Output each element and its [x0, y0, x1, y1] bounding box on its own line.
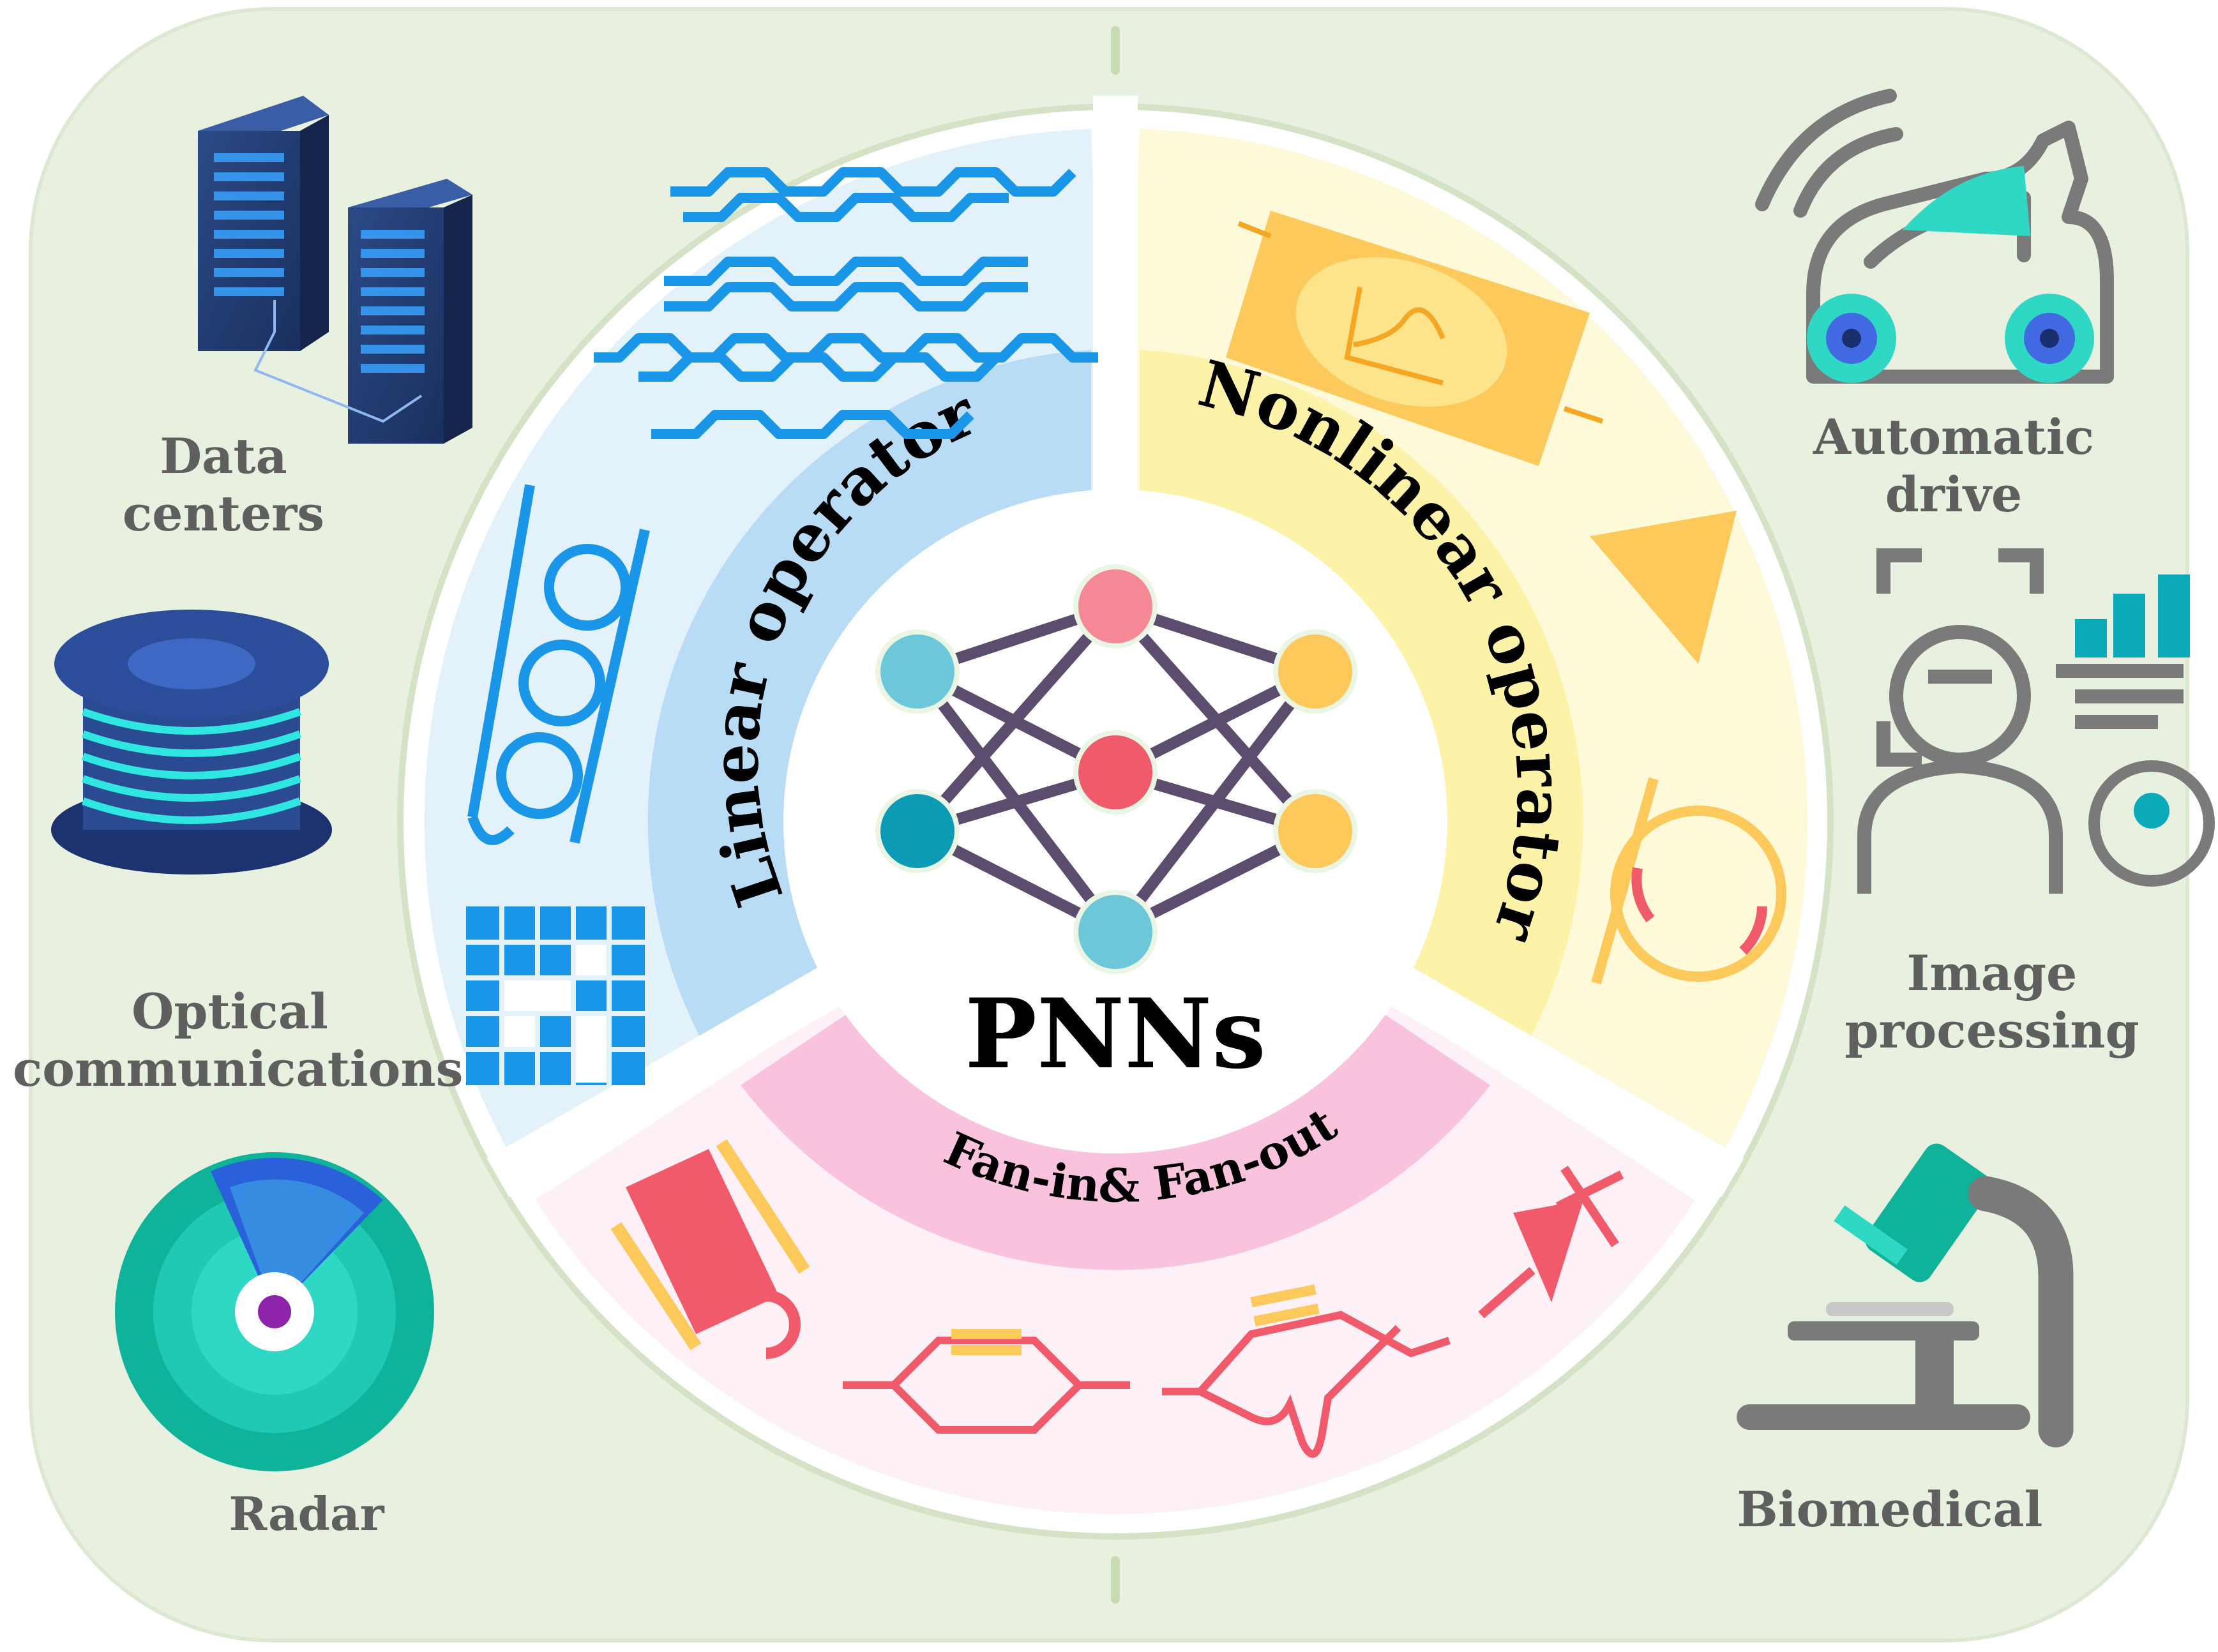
optical-communications-label: Optical communications — [13, 983, 464, 1097]
input-neuron-1 — [875, 629, 960, 714]
mzi-mesh-icon — [594, 167, 1098, 439]
automatic-drive-label: Automatic drive — [1800, 409, 2107, 523]
output-neuron-2 — [1273, 789, 1357, 873]
matrix-grid-icon — [466, 906, 645, 1085]
face-recognition-icon — [1857, 548, 2215, 894]
neurons — [875, 564, 1357, 974]
image-processing-line-2: processing — [1845, 1002, 2139, 1059]
automatic-drive-line-2: drive — [1885, 465, 2023, 523]
mzi-y-branch-icon — [1162, 1284, 1451, 1458]
automatic-drive-line-1: Automatic — [1813, 409, 2094, 465]
pnns-title: PNNs — [965, 978, 1265, 1090]
image-processing-line-1: Image — [1906, 945, 2078, 1002]
mzi-splitter-icon — [843, 1329, 1130, 1434]
hidden-neuron-3 — [1073, 890, 1158, 974]
optical-communications-line-1: Optical — [132, 983, 328, 1040]
radar-label: Radar — [192, 1487, 421, 1542]
fiber-spool-icon — [51, 610, 332, 875]
ring-resonator-icon — [1591, 777, 1786, 985]
radar-line-1: Radar — [229, 1487, 384, 1541]
radar-icon — [115, 1152, 434, 1471]
optical-communications-line-2: communications — [13, 1040, 464, 1097]
hidden-neuron-1 — [1073, 564, 1158, 649]
biomedical-label: Biomedical — [1724, 1481, 2056, 1538]
amplifier-triangle-icon — [1590, 511, 1737, 664]
hidden-neuron-2 — [1073, 730, 1158, 815]
diode-icon — [1478, 1166, 1624, 1319]
nonlinear-device-icon — [1226, 211, 1604, 466]
microring-array-icon — [467, 484, 650, 845]
linear-band — [647, 350, 1091, 1053]
data-centers-line-2: centers — [122, 484, 325, 542]
biomedical-line-1: Biomedical — [1737, 1481, 2043, 1538]
image-processing-label: Image processing — [1839, 945, 2145, 1059]
input-neuron-2 — [875, 789, 960, 873]
autonomous-car-icon — [1755, 89, 2114, 384]
data-centers-label: Data centers — [89, 428, 358, 542]
output-neuron-1 — [1273, 629, 1357, 714]
server-rack-icon — [198, 96, 472, 444]
microscope-icon — [1737, 1143, 2074, 1448]
phase-shifter-icon — [610, 1139, 810, 1359]
data-centers-line-1: Data — [160, 428, 287, 484]
nonlinear-band — [1140, 350, 1583, 1053]
